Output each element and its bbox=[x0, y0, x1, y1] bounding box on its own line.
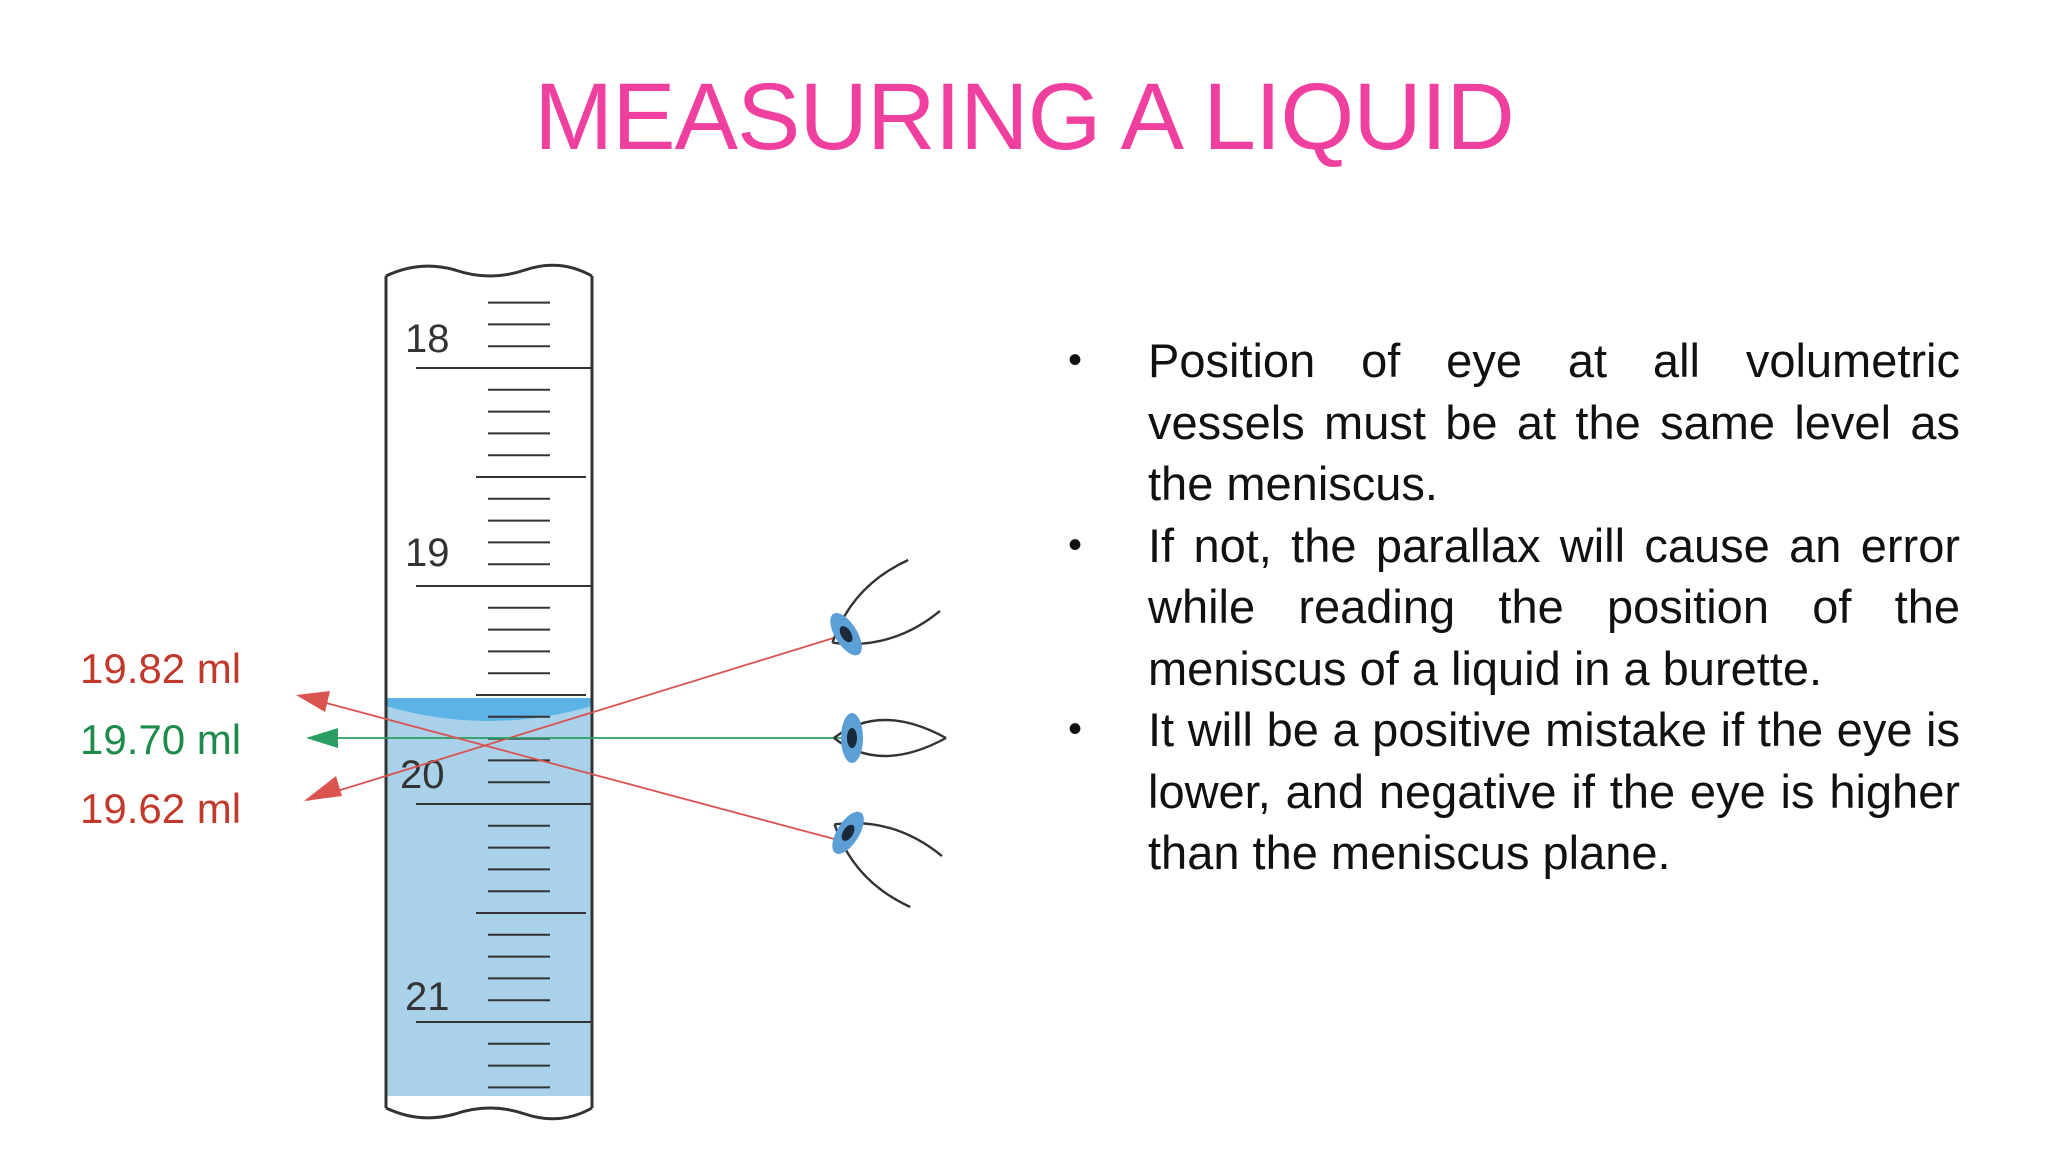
bullet-text: Position of eye at all volumetric vessel… bbox=[1148, 334, 1960, 510]
arrow-head-19-62 bbox=[304, 776, 342, 801]
slide-title: MEASURING A LIQUID bbox=[534, 64, 1515, 170]
meniscus bbox=[386, 698, 592, 721]
eye-level-icon bbox=[833, 713, 947, 763]
burette-bottom-edge bbox=[385, 1106, 593, 1121]
bullet-text: If not, the parallax will cause an error… bbox=[1148, 518, 1960, 695]
eye-above-icon bbox=[830, 558, 941, 656]
reading-19-70-label: 19.70 ml bbox=[80, 716, 241, 763]
diagram-canvas: 18 19 20 21 19.82 ml 19.70 ml 19.62 ml bbox=[80, 263, 947, 1121]
scale-label-19: 19 bbox=[405, 531, 450, 575]
bullet-symbol: • bbox=[1068, 338, 1083, 382]
liquid-column bbox=[386, 706, 592, 1096]
explanation-bullet-list: • Position of eye at all volumetric vess… bbox=[1060, 330, 1960, 884]
burette-top-edge bbox=[385, 263, 593, 278]
scale-label-18: 18 bbox=[405, 317, 450, 361]
bullet-symbol: • bbox=[1068, 522, 1083, 567]
arrow-head-19-82 bbox=[296, 691, 330, 712]
bullet-item: • Position of eye at all volumetric vess… bbox=[1060, 330, 1960, 515]
graduation-ticks bbox=[416, 301, 592, 1089]
arrow-head-19-70 bbox=[306, 728, 338, 748]
bullet-text: It will be a positive mistake if the eye… bbox=[1148, 703, 1960, 879]
burette-parallax-diagram: 18 19 20 21 19.82 ml 19.70 ml 19.62 ml bbox=[60, 240, 1020, 1152]
eye-below-icon bbox=[832, 811, 943, 909]
bullet-symbol: • bbox=[1068, 707, 1083, 751]
scale-label-21: 21 bbox=[405, 975, 450, 1019]
bullet-item: • It will be a positive mistake if the e… bbox=[1060, 699, 1960, 884]
bullet-item: • If not, the parallax will cause an err… bbox=[1060, 515, 1960, 700]
reading-19-82-label: 19.82 ml bbox=[80, 645, 241, 692]
sight-line-from-below bbox=[299, 695, 839, 841]
reading-19-62-label: 19.62 ml bbox=[80, 785, 241, 832]
sight-line-from-above bbox=[307, 635, 841, 801]
